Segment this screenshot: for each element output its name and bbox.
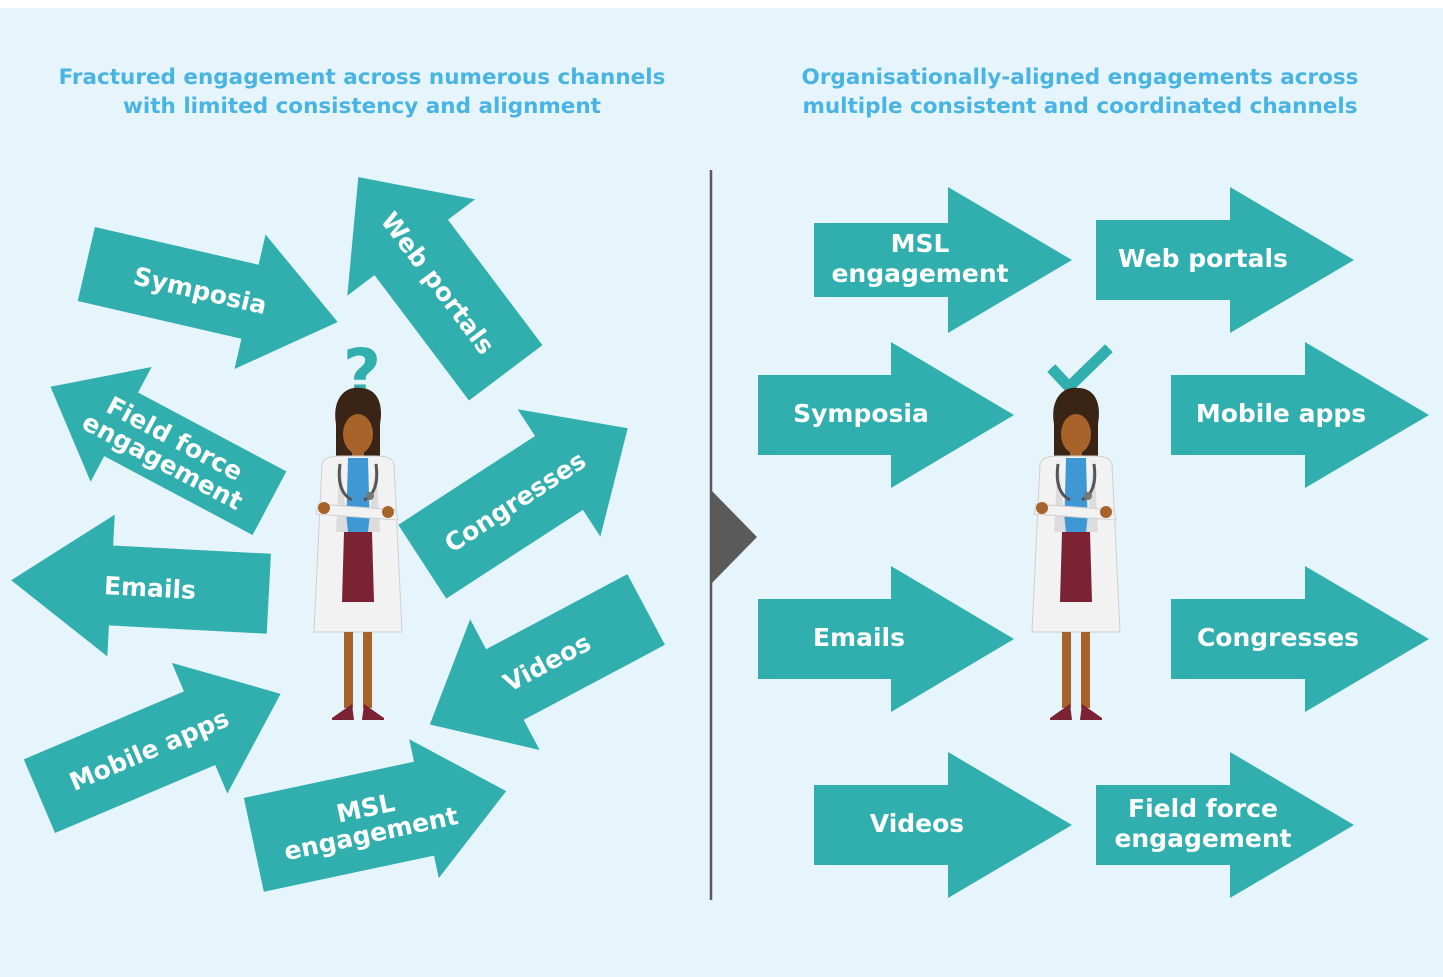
leg-right (1081, 632, 1090, 708)
face (343, 414, 373, 454)
play-triangle-icon (711, 490, 757, 584)
arrow-shape (398, 409, 628, 599)
arrow-label: Web portals (1118, 244, 1288, 273)
stethoscope-head (1084, 492, 1092, 500)
arrow-shape (758, 566, 1014, 712)
left-arrow-symposia: Symposia (77, 226, 338, 370)
right-arrow-mobile-apps: Mobile apps (1171, 342, 1429, 488)
hand-left (318, 502, 330, 514)
leg-right (363, 632, 372, 708)
arrow-shape (77, 226, 338, 370)
arrow-shape (429, 574, 665, 750)
right-arrow-web-portals: Web portals (1096, 187, 1354, 333)
arrow-shape (1171, 342, 1429, 488)
arrow-label: engagement (831, 259, 1008, 288)
arrow-shape (758, 342, 1014, 488)
arrow-shape (347, 177, 543, 401)
stethoscope-head (366, 492, 374, 500)
right-arrow-emails: Emails (758, 566, 1014, 712)
right-arrow-congresses: Congresses (1171, 566, 1429, 712)
skirt (1060, 532, 1092, 602)
shoe-right (362, 704, 384, 720)
arrow-shape (243, 739, 507, 892)
right-heading-line2: multiple consistent and coordinated chan… (802, 94, 1357, 119)
arrow-label: engagement (1114, 824, 1291, 853)
shoe-left (1050, 704, 1072, 720)
right-heading-line1: Organisationally-aligned engagements acr… (802, 65, 1359, 90)
arrow-label: Mobile apps (1196, 399, 1366, 428)
arrow-shape (814, 187, 1072, 333)
skirt (342, 532, 374, 602)
face (1061, 414, 1091, 454)
stethoscope (1055, 463, 1097, 502)
right-arrow-videos: Videos (814, 752, 1072, 898)
crossed-arms (315, 503, 399, 521)
doctor-figure-left (313, 387, 403, 720)
arrow-shape (814, 752, 1072, 898)
arrow-shape (50, 366, 287, 536)
stethoscope (337, 463, 379, 502)
right-arrow-symposia: Symposia (758, 342, 1014, 488)
hand-left (1036, 502, 1048, 514)
arrow-label: MSL (891, 229, 950, 258)
arrow-label: Emails (103, 571, 196, 605)
leg-left (1062, 632, 1071, 708)
hand-right (1100, 506, 1112, 518)
doctor-figure-right (1031, 387, 1121, 720)
left-heading-line1: Fractured engagement across numerous cha… (59, 65, 666, 90)
left-arrow-videos: Videos (429, 574, 665, 750)
arrow-label: Field force (1128, 794, 1278, 823)
checkmark-icon (1047, 344, 1113, 395)
left-heading-line2: with limited consistency and alignment (123, 94, 601, 119)
arrow-shape (23, 662, 281, 834)
left-arrow-emails: Emails (11, 514, 271, 657)
arrow-label: Symposia (793, 399, 929, 428)
arrow-shape (1096, 752, 1354, 898)
arrow-label: Congresses (1197, 623, 1359, 652)
arrow-label: Videos (870, 809, 964, 838)
arrow-shape (1096, 187, 1354, 333)
arrow-label-group: Emails (103, 571, 196, 605)
arrow-shape (11, 514, 271, 657)
hand-right (382, 506, 394, 518)
crossed-arms (1033, 503, 1117, 521)
leg-left (344, 632, 353, 708)
arrow-label: Emails (813, 623, 905, 652)
shoe-right (1080, 704, 1102, 720)
shoe-left (332, 704, 354, 720)
arrow-shape (1171, 566, 1429, 712)
